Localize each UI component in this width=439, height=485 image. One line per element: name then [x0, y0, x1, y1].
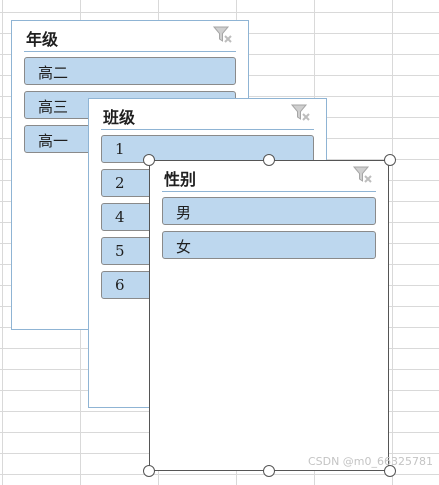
slicer-class-title: 班级 [103, 108, 136, 127]
resize-handle-top-right[interactable] [384, 154, 396, 166]
slicer-grade-header: 年级 [24, 21, 236, 52]
slicer-item-label: 6 [115, 276, 125, 294]
slicer-item-label: 男 [176, 204, 192, 222]
resize-handle-bottom-center[interactable] [263, 465, 275, 477]
clear-filter-icon[interactable] [290, 103, 312, 123]
clear-filter-icon[interactable] [212, 25, 234, 45]
slicer-gender-title: 性别 [164, 170, 197, 189]
slicer-item-gender-female[interactable]: 女 [162, 231, 376, 259]
resize-handle-bottom-right[interactable] [384, 465, 396, 477]
resize-handle-top-center[interactable] [263, 154, 275, 166]
slicer-item-label: 2 [115, 174, 125, 192]
slicer-item-label: 高二 [38, 64, 69, 82]
slicer-item-label: 1 [115, 140, 125, 158]
slicer-item-label: 4 [115, 208, 125, 226]
clear-filter-icon[interactable] [352, 165, 374, 185]
watermark: CSDN @m0_66325781 [307, 455, 433, 468]
resize-handle-top-left[interactable] [143, 154, 155, 166]
slicer-class-header: 班级 [101, 99, 314, 130]
slicer-gender[interactable]: 性别 男 女 [149, 160, 389, 471]
slicer-item-gender-male[interactable]: 男 [162, 197, 376, 225]
slicer-grade-title: 年级 [26, 30, 59, 49]
slicer-gender-items: 男 女 [162, 197, 376, 265]
resize-handle-bottom-left[interactable] [143, 465, 155, 477]
slicer-item-grade-2[interactable]: 高二 [24, 57, 236, 85]
slicer-item-label: 高一 [38, 132, 69, 150]
slicer-item-label: 高三 [38, 98, 69, 116]
slicer-item-class-1[interactable]: 1 [101, 135, 314, 163]
slicer-item-label: 5 [115, 242, 125, 260]
slicer-item-label: 女 [176, 238, 192, 256]
slicer-gender-header: 性别 [162, 161, 376, 192]
